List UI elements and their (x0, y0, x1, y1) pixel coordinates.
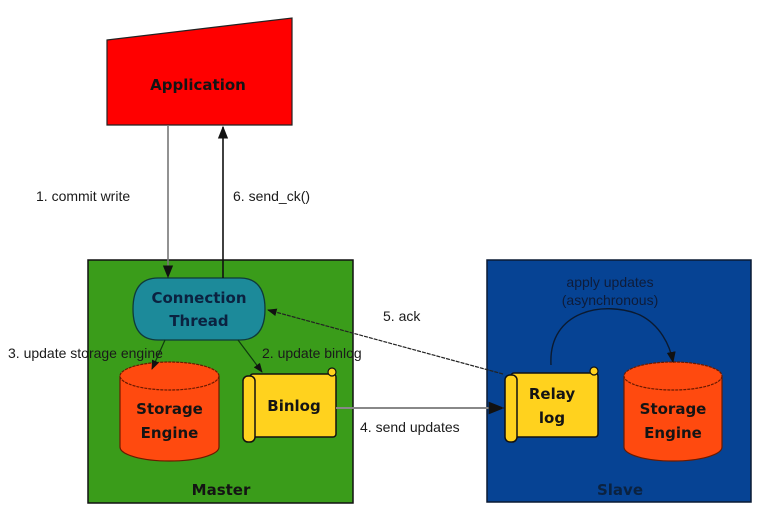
connection-thread-line2: Thread (169, 312, 228, 330)
relay-log-sheet (510, 372, 599, 438)
relay-log-node: Relay log (504, 366, 599, 443)
edge-apply-updates-label-line2: (asynchronous) (562, 292, 659, 308)
edge-apply-updates (550, 308, 676, 366)
slave-storage-line2: Engine (644, 424, 702, 442)
edge-update-storage-label: 3. update storage engine (8, 345, 163, 361)
edge-send-ck-label: 6. send_ck() (233, 188, 310, 204)
relay-log-curl (589, 366, 599, 376)
edge-commit-write-label: 1. commit write (36, 188, 130, 204)
master-label: Master (192, 481, 251, 499)
edge-update-binlog-label: 2. update binlog (262, 345, 362, 361)
slave-storage-engine-node: Storage Engine (623, 361, 723, 462)
slave-storage-top (623, 361, 723, 391)
edge-update-storage (151, 339, 166, 370)
application-label: Application (150, 76, 246, 94)
binlog-label: Binlog (267, 397, 320, 415)
slave-storage-line1: Storage (640, 400, 707, 418)
edge-apply-updates-label-line1: apply updates (566, 274, 653, 290)
slave-storage-body (623, 376, 723, 462)
slave-label: Slave (597, 481, 643, 499)
edge-ack-label: 5. ack (383, 308, 421, 324)
relay-log-roll (504, 374, 518, 443)
edge-send-updates-label: 4. send updates (360, 419, 460, 435)
binlog-roll (242, 375, 256, 443)
edge-ack (267, 308, 504, 375)
edge-update-binlog (237, 339, 263, 373)
master-storage-engine-node: Storage Engine (119, 361, 220, 462)
application-shape (106, 17, 293, 126)
connection-thread-shape (132, 277, 266, 341)
relay-log-line2: log (539, 409, 565, 427)
connection-thread-node: Connection Thread (132, 277, 266, 341)
master-storage-body (119, 376, 220, 462)
connection-thread-line1: Connection (151, 289, 246, 307)
application-node: Application (106, 17, 293, 126)
master-storage-line1: Storage (136, 400, 203, 418)
binlog-node: Binlog (242, 367, 337, 443)
binlog-curl (327, 367, 337, 377)
master-storage-top (119, 361, 220, 391)
relay-log-line1: Relay (529, 385, 576, 403)
master-storage-line2: Engine (141, 424, 199, 442)
